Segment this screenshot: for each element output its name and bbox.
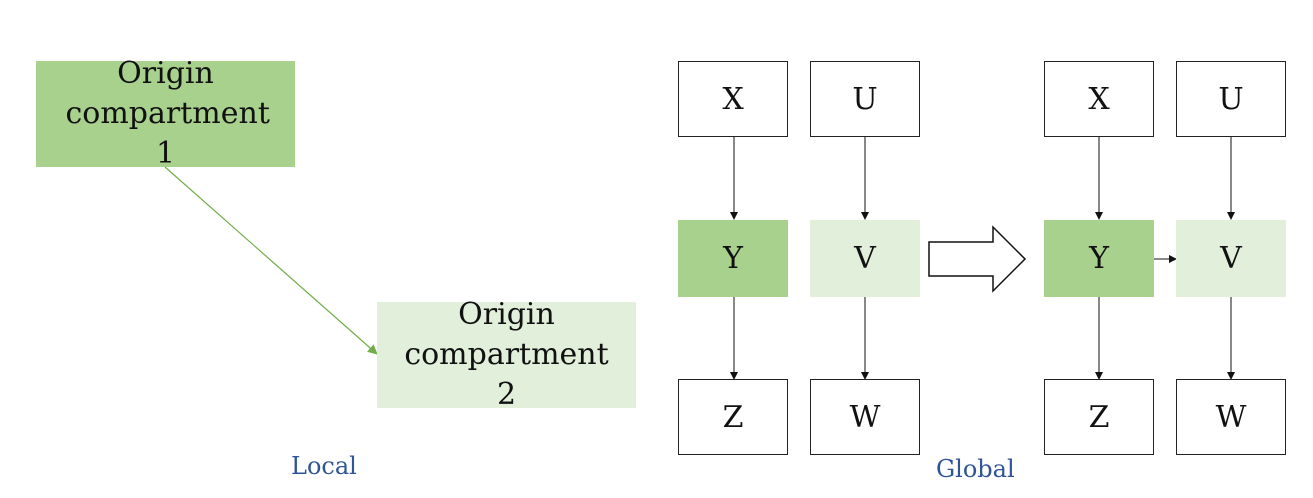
node-x-after-label: X	[1088, 81, 1110, 117]
node-v-after-label: V	[1220, 241, 1242, 276]
node-y-after: Y	[1044, 220, 1154, 297]
node-u-after-label: U	[1218, 81, 1244, 117]
node-v-after: V	[1176, 220, 1286, 297]
node-w-after-label: W	[1215, 399, 1247, 435]
origin-compartment-1-box: Origin compartment 1	[36, 56, 295, 171]
node-u-before-label: U	[852, 81, 878, 117]
origin-compartment-2-label: Origin compartment 2	[404, 297, 609, 412]
transition-arrow	[928, 225, 1027, 293]
node-y-before-label: Y	[723, 241, 743, 276]
node-y-before: Y	[678, 220, 788, 297]
node-z-after-label: Z	[1088, 399, 1110, 435]
node-u-after: U	[1176, 61, 1286, 137]
node-z-before-label: Z	[722, 399, 744, 435]
node-x-before-label: X	[722, 81, 744, 117]
node-y-after-label: Y	[1089, 241, 1109, 276]
node-x-after: X	[1044, 61, 1154, 137]
origin-compartment-1-label: Origin compartment 1	[65, 56, 270, 171]
node-w-before-label: W	[849, 399, 881, 435]
local-caption: Local	[291, 452, 357, 480]
node-v-before: V	[810, 220, 920, 297]
origin-compartment-2-box: Origin compartment 2	[377, 297, 636, 412]
arrow-origin1-to-origin2	[164, 166, 378, 355]
node-w-before: W	[810, 379, 920, 455]
node-z-after: Z	[1044, 379, 1154, 455]
node-v-before-label: V	[854, 241, 876, 276]
node-x-before: X	[678, 61, 788, 137]
global-caption: Global	[936, 455, 1015, 483]
node-z-before: Z	[678, 379, 788, 455]
node-u-before: U	[810, 61, 920, 137]
node-w-after: W	[1176, 379, 1286, 455]
